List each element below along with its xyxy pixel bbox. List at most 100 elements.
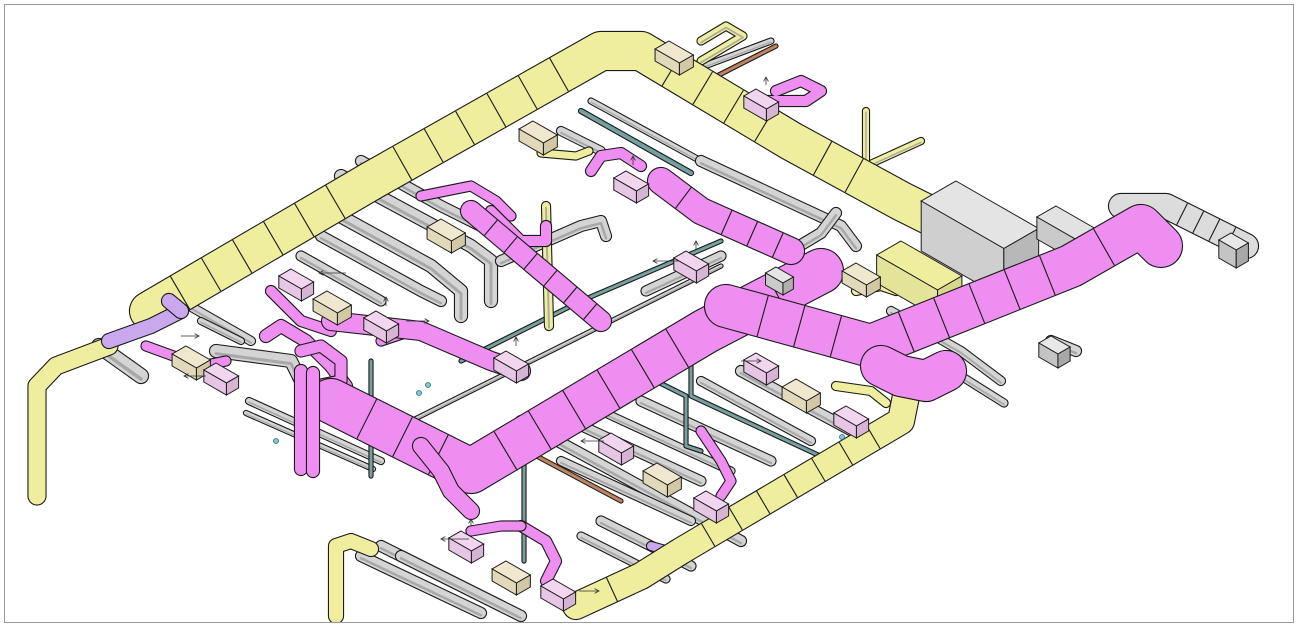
- pipe-upper-bundle-c-shade: [329, 212, 463, 321]
- unit-pink-mid-side: [695, 263, 710, 284]
- return-branch-upper-seam: [675, 187, 692, 209]
- return-trunk-right-seam: [897, 312, 915, 352]
- supply-right-branch-seam: [783, 474, 798, 498]
- flex-pink-left-a: [266, 286, 336, 336]
- supply-right-branch-seam: [756, 490, 771, 514]
- flow-arrow-8-head: [693, 240, 699, 246]
- pipe-right-stub-shade: [960, 376, 1005, 406]
- unit-pink-lower-side: [620, 445, 635, 466]
- supply-trunk-main-seam: [423, 128, 444, 163]
- return-branch-upper-seam: [771, 233, 784, 258]
- pipe-bottom-left-c-shade: [399, 556, 523, 620]
- pipe-lower-center-b-shade: [600, 411, 732, 474]
- unit-top-2-side: [542, 134, 558, 156]
- pipe-lower-center-a-shade: [569, 421, 703, 485]
- return-trunk-right-seam: [756, 295, 769, 337]
- pipe-lower-center-c-shade: [560, 461, 692, 524]
- return-trunk-right-seam: [968, 283, 986, 324]
- unit-pink-left-3-side: [225, 375, 240, 396]
- supply-trunk-main-seam: [263, 221, 284, 255]
- flow-arrow-10-head: [440, 536, 446, 542]
- flow-arrow-11-head: [468, 518, 474, 524]
- supply-right-branch: [563, 383, 919, 619]
- return-drop-c: [413, 438, 479, 519]
- unit-pink-low-side: [470, 543, 485, 564]
- return-trunk-right-seam: [793, 305, 806, 347]
- supply-trunk-main-seam: [844, 158, 864, 193]
- supply-trunk-main-seam: [813, 141, 833, 176]
- pipe-teal-loop-shade: [655, 381, 702, 453]
- return-trunk-right-seam: [1093, 228, 1115, 266]
- supply-right-branch-seam: [811, 458, 826, 482]
- unit-pink-bottom-side: [562, 591, 577, 612]
- flow-arrow-9-head: [580, 438, 586, 444]
- pipe-left-b: [198, 318, 244, 344]
- pipe-bottom-left-a: [356, 551, 486, 618]
- return-trunk-main-seam: [392, 416, 413, 457]
- outside-air-louver-side: [1235, 242, 1249, 269]
- pipe-mid-top: [557, 127, 605, 155]
- pipe-upper-bundle-e-shade: [299, 256, 383, 305]
- outside-air-duct-seam: [1208, 219, 1221, 242]
- pipe-copper-lower: [529, 451, 623, 503]
- return-left-lavender: [102, 304, 188, 348]
- pipe-lower-right-b: [697, 377, 815, 445]
- flex-yellow-right: [832, 382, 890, 407]
- supply-trunk-main-seam: [325, 185, 346, 219]
- diffuser-2: [416, 390, 422, 396]
- supply-trunk-main: [130, 32, 980, 330]
- supply-trunk-main-seam: [201, 257, 222, 292]
- flow-arrow-3-head: [424, 318, 430, 324]
- flow-arrow-1-head: [318, 270, 324, 276]
- return-branch-center-seam: [523, 253, 538, 270]
- supply-right-branch-seam: [605, 577, 618, 602]
- flow-arrow-2-head: [194, 333, 200, 339]
- pipe-mid-top-shade: [560, 131, 602, 154]
- return-trunk-right-seam: [1003, 269, 1021, 310]
- flex-pink-top: [756, 76, 826, 106]
- return-trunk-main-seam: [665, 328, 689, 368]
- return-branch-center-seam: [563, 286, 578, 303]
- return-branch-center: [461, 201, 611, 331]
- flow-arrow-13-head: [513, 336, 519, 342]
- pipe-upper-bundle-d-shade: [319, 236, 443, 305]
- pipe-top-right-copper-shade: [710, 46, 777, 81]
- diffuser-1: [425, 382, 431, 388]
- pipe-right-stub: [957, 372, 1008, 407]
- supply-trunk-main-seam: [517, 75, 538, 110]
- unit-lower-1-side: [666, 476, 682, 498]
- pipe-yellow-top-shade: [700, 26, 744, 64]
- supply-right-branch-seam: [838, 442, 853, 466]
- pipe-top-center-2: [579, 109, 693, 175]
- unit-upper-left-1-side: [450, 232, 466, 254]
- pipe-left-b-shade: [200, 321, 242, 344]
- return-trunk-right: [705, 205, 1182, 367]
- flex-yellow-top: [537, 147, 593, 160]
- unit-top-1-side: [678, 54, 694, 76]
- pipe-lower-center-b: [597, 407, 735, 475]
- return-branch-upper-seam: [746, 221, 758, 246]
- pipe-diagonal-long-2-shade: [410, 266, 722, 423]
- flow-arrow-14-head: [756, 358, 762, 364]
- hvac-isometric-drawing: [27, 21, 1260, 622]
- return-branch-center-seam: [483, 219, 498, 236]
- return-trunk-main-seam: [596, 369, 621, 409]
- pipe-diagonal-long-2: [409, 264, 723, 423]
- return-trunk-main-seam: [631, 349, 655, 388]
- supply-trunk-main-seam: [692, 71, 713, 105]
- return-trunk-right-seam: [829, 315, 843, 357]
- return-trunk-main-seam: [493, 431, 518, 470]
- pipe-lower-right-b-shade: [700, 381, 812, 444]
- return-trunk-right-seam: [1039, 255, 1056, 296]
- supply-trunk-main-seam: [392, 146, 413, 181]
- unit-grey-small-side: [782, 276, 794, 296]
- unit-bottom-1-side: [515, 574, 531, 596]
- return-left-lavender-elbow: [162, 294, 188, 318]
- supply-trunk-main-seam: [455, 111, 475, 145]
- pipe-lower-center-a: [566, 416, 706, 486]
- flex-pink-low-b: [466, 521, 526, 536]
- pipe-top-right-copper: [709, 44, 778, 81]
- pipe-bottom-left-a-shade: [359, 556, 483, 617]
- pipe-right-bend: [696, 156, 861, 251]
- pipe-upper-bundle-d: [316, 231, 446, 306]
